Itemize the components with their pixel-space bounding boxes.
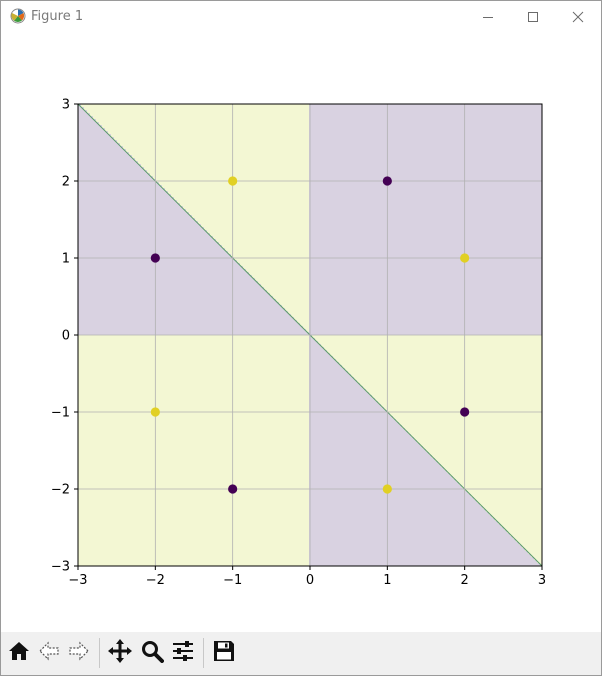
y-tick-label: 3 bbox=[62, 98, 70, 113]
back-arrow-icon bbox=[37, 639, 61, 667]
maximize-button[interactable] bbox=[510, 1, 556, 32]
pan-button[interactable] bbox=[105, 638, 135, 668]
forward-arrow-icon bbox=[67, 639, 91, 667]
window-title: Figure 1 bbox=[31, 9, 83, 24]
x-tick-label: −2 bbox=[146, 573, 165, 588]
y-tick-label: 0 bbox=[62, 329, 70, 344]
home-icon bbox=[7, 639, 31, 667]
data-point bbox=[150, 253, 160, 263]
toolbar-separator bbox=[203, 638, 204, 668]
data-point bbox=[460, 407, 470, 417]
y-tick-label: 2 bbox=[62, 175, 70, 190]
y-tick-label: −3 bbox=[51, 560, 70, 575]
data-point bbox=[150, 407, 160, 417]
data-point bbox=[228, 176, 238, 186]
maximize-icon bbox=[527, 11, 539, 23]
configure-subplots-button[interactable] bbox=[168, 638, 198, 668]
pan-move-icon bbox=[107, 638, 133, 668]
sliders-icon bbox=[171, 639, 195, 667]
home-button[interactable] bbox=[4, 638, 34, 668]
zoom-button[interactable] bbox=[137, 638, 167, 668]
x-tick-label: −3 bbox=[68, 573, 87, 588]
data-point bbox=[382, 176, 392, 186]
scatter-plot: −3 −2 −1 0 1 2 3 −3 −2 −1 0 1 2 3 bbox=[51, 98, 546, 589]
zoom-magnifier-icon bbox=[140, 639, 164, 667]
navigation-toolbar bbox=[1, 632, 601, 675]
matplotlib-logo-icon bbox=[10, 8, 26, 24]
x-tick-label: 1 bbox=[383, 573, 391, 588]
y-tick-label: 1 bbox=[62, 252, 70, 267]
y-tick-label: −1 bbox=[51, 406, 70, 421]
close-button[interactable] bbox=[555, 1, 601, 32]
forward-button[interactable] bbox=[64, 638, 94, 668]
minimize-button[interactable] bbox=[465, 1, 511, 32]
decision-regions bbox=[78, 104, 543, 567]
back-button[interactable] bbox=[34, 638, 64, 668]
x-tick-label: 2 bbox=[461, 573, 469, 588]
close-icon bbox=[572, 11, 584, 23]
title-bar[interactable]: Figure 1 bbox=[1, 1, 601, 32]
save-button[interactable] bbox=[209, 638, 239, 668]
minimize-icon bbox=[482, 11, 494, 23]
data-point bbox=[382, 484, 392, 494]
x-tick-label: −1 bbox=[223, 573, 242, 588]
data-point bbox=[460, 253, 470, 263]
toolbar-separator bbox=[99, 638, 100, 668]
y-tick-label: −2 bbox=[51, 483, 70, 498]
data-point bbox=[228, 484, 238, 494]
x-tick-label: 3 bbox=[538, 573, 546, 588]
figure-canvas[interactable]: −3 −2 −1 0 1 2 3 −3 −2 −1 0 1 2 3 bbox=[1, 32, 601, 632]
floppy-save-icon bbox=[212, 639, 236, 667]
x-tick-label: 0 bbox=[306, 573, 314, 588]
